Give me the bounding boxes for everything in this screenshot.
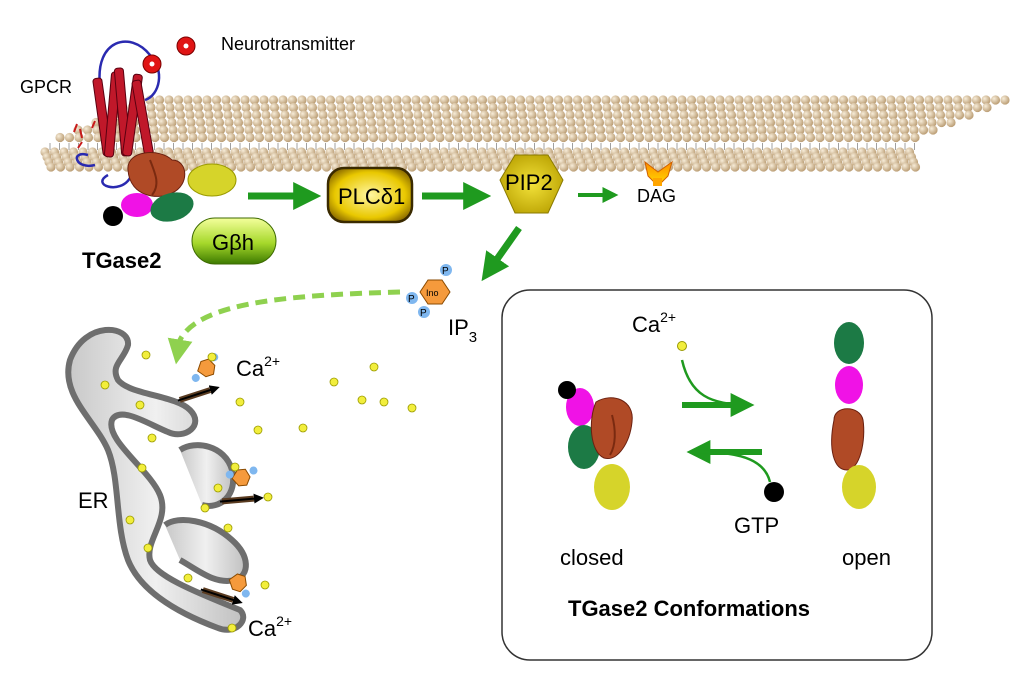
calcium-ion [223, 523, 233, 533]
conformations-box: Ca2+ GTP closed open TGase2 Conformatio [501, 289, 933, 661]
calcium-ions [100, 350, 417, 633]
box-ca-label: Ca2+ [632, 309, 676, 337]
open-label: open [842, 545, 891, 570]
closed-label: closed [560, 545, 624, 570]
calcium-ion [227, 623, 237, 633]
ca-label-top: Ca2+ [236, 353, 280, 381]
calcium-ion [369, 362, 379, 372]
neurotransmitter-dot-icon [142, 36, 196, 74]
calcium-ion [235, 397, 245, 407]
arrow-pip2-ip3 [481, 225, 522, 282]
calcium-ion [379, 397, 389, 407]
pip2-molecule: PIP2 [499, 154, 564, 214]
calcium-ion [100, 380, 110, 390]
calcium-ion [357, 395, 367, 405]
calcium-ion [143, 543, 153, 553]
calcium-ion [213, 483, 223, 493]
er-label: ER [78, 488, 109, 513]
tgase2-closed [558, 381, 633, 510]
calcium-ion [263, 492, 273, 502]
dag-label: DAG [637, 186, 676, 206]
calcium-ion [141, 350, 151, 360]
er-channel-icon [177, 353, 264, 605]
ca-label-bottom: Ca2+ [248, 613, 292, 641]
ip3-phosphate-2: P [408, 294, 415, 305]
ip3-ino-label: Ino [426, 288, 439, 298]
calcium-ion [137, 463, 147, 473]
dashed-arrow-ip3-er [167, 289, 401, 365]
plc-label: PLCδ1 [338, 184, 405, 209]
gtp-icon [764, 482, 784, 502]
calcium-ion [125, 515, 135, 525]
gbh-label: Gβh [212, 230, 254, 255]
calcium-ion [183, 573, 193, 583]
calcium-ion [147, 433, 157, 443]
gtp-label: GTP [734, 513, 779, 538]
ip3-label: IP3 [448, 315, 477, 346]
calcium-ion [298, 423, 308, 433]
calcium-ion [230, 462, 240, 472]
gpcr-label: GPCR [20, 77, 72, 97]
calcium-ion [329, 377, 339, 387]
gbh-protein: Gβh [191, 217, 277, 265]
box-title: TGase2 Conformations [568, 596, 810, 621]
calcium-ion [260, 580, 270, 590]
membrane-bilayer-icon [40, 95, 1010, 172]
calcium-ion [407, 403, 417, 413]
box-ca-ion [677, 341, 687, 351]
calcium-ion [207, 352, 217, 362]
calcium-ion [253, 425, 263, 435]
ip3-phosphate-3: P [420, 308, 427, 319]
arrow-open-to-closed-curve [699, 450, 772, 483]
ip3-molecule-icon: Ino P P P [406, 264, 452, 319]
gpcr-receptor-icon [73, 40, 161, 189]
calcium-ion [200, 503, 210, 513]
plc-enzyme: PLCδ1 [326, 166, 414, 224]
pip2-label: PIP2 [505, 170, 553, 195]
dag-molecule-icon [644, 160, 673, 186]
tgase2-open [831, 322, 876, 509]
calcium-ion [135, 400, 145, 410]
tgase2-label: TGase2 [82, 248, 162, 273]
neurotransmitter-label: Neurotransmitter [221, 34, 355, 54]
er-organelle [65, 326, 249, 633]
tgase2-complex [103, 152, 237, 226]
ip3-phosphate-1: P [442, 266, 449, 277]
